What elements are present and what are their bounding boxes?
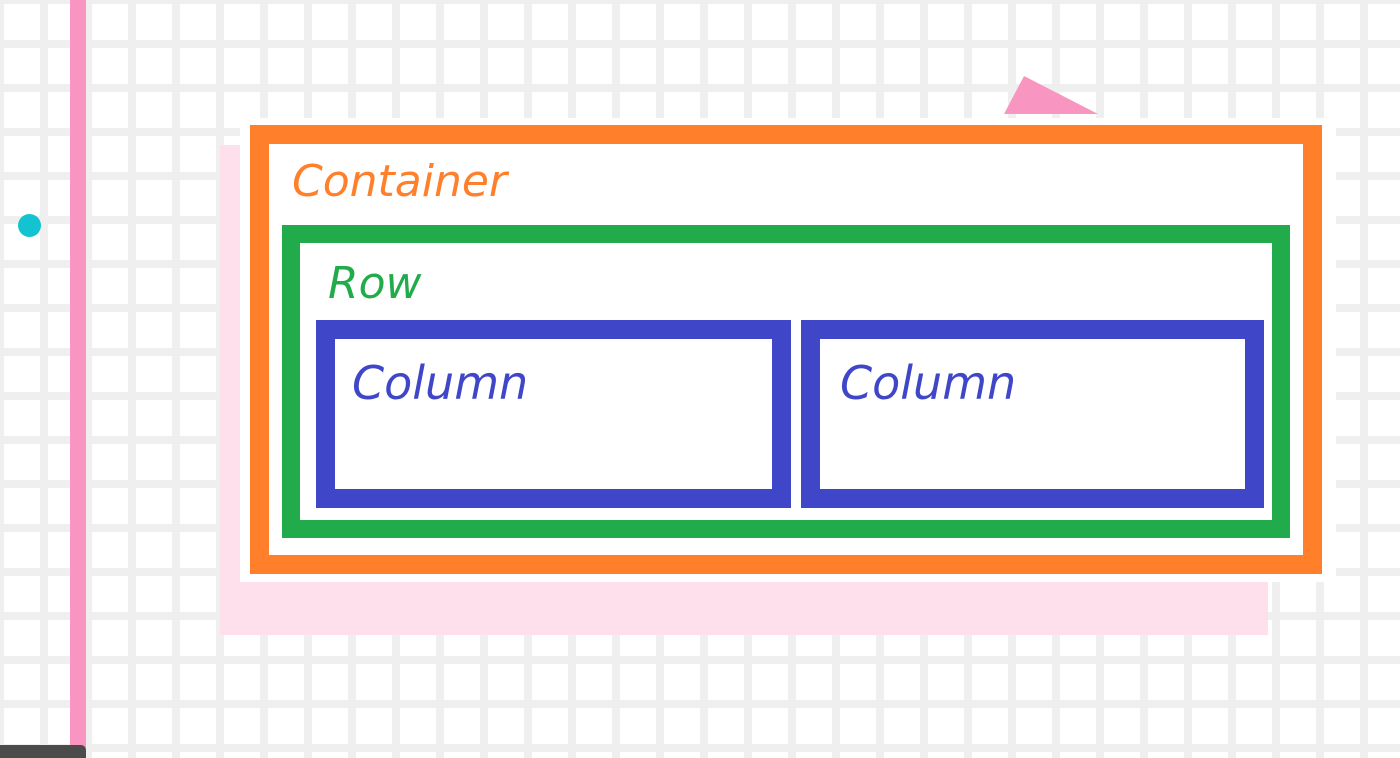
pink-triangle [1004, 76, 1098, 114]
container-label: Container [292, 156, 508, 207]
cyan-dot [18, 214, 41, 237]
column-label-left: Column [352, 356, 529, 410]
pink-vertical-line [70, 0, 86, 758]
tooltip-fragment [0, 745, 86, 758]
row-label: Row [328, 258, 422, 309]
column-box-right [801, 320, 1264, 508]
pink-triangle-shape [1004, 76, 1098, 114]
column-label-right: Column [840, 356, 1017, 410]
column-box-left [316, 320, 791, 508]
